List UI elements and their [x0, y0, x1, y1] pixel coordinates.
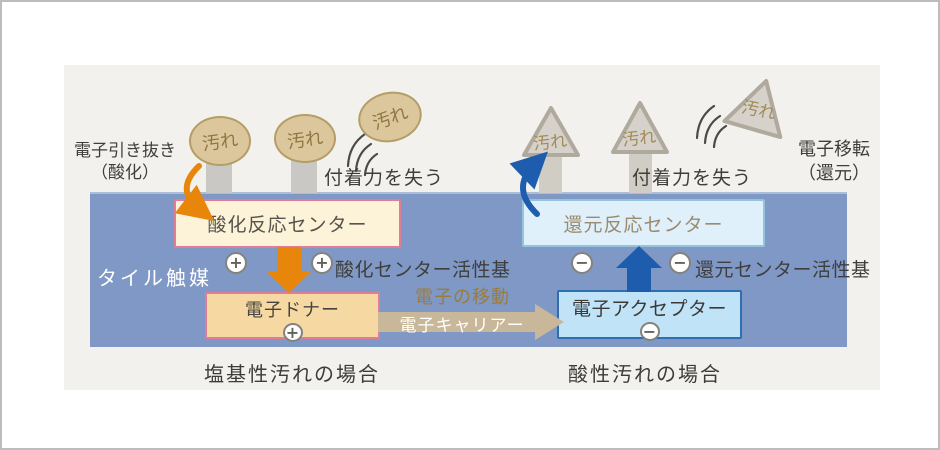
electron-donor-box: 電子ドナー + — [205, 292, 380, 342]
electron-donor-label: 電子ドナー — [245, 300, 340, 321]
dirt-blob: 汚れ — [189, 116, 251, 166]
dirt-label: 汚れ — [532, 131, 569, 155]
dirt-label: 汚れ — [285, 127, 325, 153]
acidic-dirt-caption: 酸性汚れの場合 — [568, 362, 722, 386]
electron-movement-label: 電子の移動 — [415, 287, 510, 308]
reduction-reaction-center-box: 還元反応センター — [522, 199, 765, 247]
basic-dirt-caption: 塩基性汚れの場合 — [204, 362, 380, 386]
minus-charge-icon: − — [669, 252, 691, 274]
plus-charge-icon: + — [311, 252, 333, 274]
electron-carrier-label: 電子キャリアー — [399, 316, 525, 336]
oxidation-active-group-label: 酸化センター活性基 — [335, 259, 511, 281]
electron-acceptor-label: 電子アクセプター — [571, 298, 728, 320]
plus-charge-icon: + — [225, 252, 247, 274]
electron-extraction-label: 電子引き抜き （酸化） — [74, 141, 176, 183]
dirt-label: 汚れ — [200, 129, 240, 156]
lose-adhesion-label: 付着力を失う — [632, 167, 753, 189]
electron-transfer-label: 電子移転 （還元） — [798, 139, 870, 184]
reduction-active-group-label: 還元センター活性基 — [695, 259, 871, 281]
oxidation-reaction-center-label: 酸化反応センター — [207, 214, 368, 236]
dirt-label: 汚れ — [621, 127, 658, 151]
minus-charge-icon: − — [639, 322, 660, 341]
electron-acceptor-box: 電子アクセプター − — [557, 290, 742, 341]
dirt-blob: 汚れ — [274, 114, 336, 163]
reduction-reaction-center-label: 還元反応センター — [563, 213, 724, 236]
tile-catalyst-label: タイル触媒 — [97, 266, 212, 290]
plus-charge-icon: + — [282, 323, 303, 342]
minus-charge-icon: − — [571, 252, 593, 274]
lose-adhesion-label: 付着力を失う — [324, 167, 445, 189]
dirt-label: 汚れ — [370, 102, 412, 135]
oxidation-reaction-center-box: 酸化反応センター — [174, 199, 401, 248]
